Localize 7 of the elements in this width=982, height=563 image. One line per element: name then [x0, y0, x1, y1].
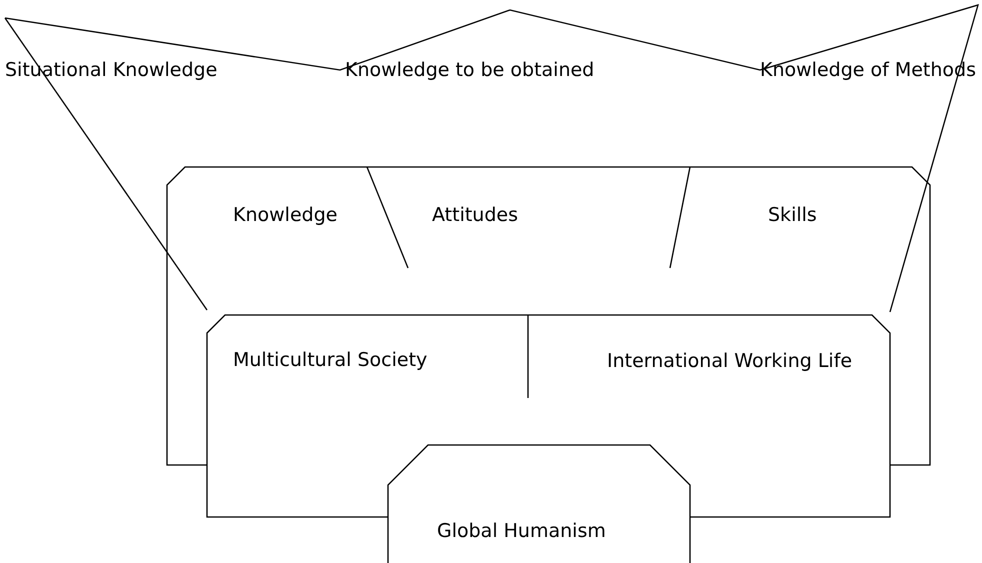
label-text: Attitudes — [432, 203, 518, 227]
label-text: Knowledge — [233, 203, 338, 227]
label-text: Multicultural Society — [233, 348, 428, 372]
label-text: Knowledge to be obtained — [345, 58, 594, 82]
label-text: Global Humanism — [437, 519, 606, 543]
label-text: Skills — [768, 203, 817, 227]
label-text: International Working Life — [607, 349, 854, 374]
